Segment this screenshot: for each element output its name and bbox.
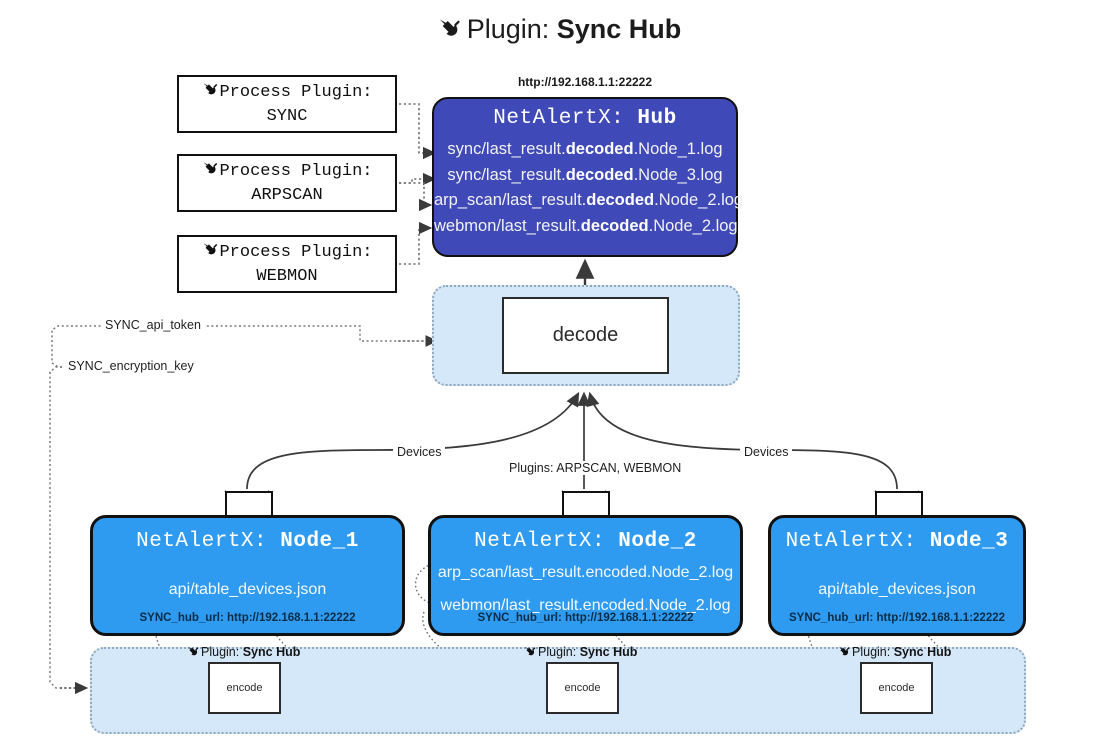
encoder-plugin-label: Plugin: Sync Hub [186,645,300,661]
hub-title-name: Hub [637,107,677,130]
page-title: Plugin: Sync Hub [0,14,1117,48]
hub-log-line: sync/last_result.decoded.Node_1.log [447,140,723,158]
node-resource-line: webmon/last_result.encoded.Node_2.log [440,596,731,614]
plug-icon [436,16,461,48]
process-plugin-box-sync[interactable]: Process Plugin: SYNC [177,75,397,133]
node-resource-line: api/table_devices.json [818,581,976,598]
process-plugin-label: Process Plugin: [219,162,373,182]
title-prefix: Plugin: [466,14,550,44]
process-plugin-name: WEBMON [256,266,318,286]
plug-icon [186,645,199,661]
plug-icon [201,160,218,184]
node-hub-url-label: SYNC_hub_url: http://192.168.1.1:22222 [788,612,1006,624]
process-plugin-label: Process Plugin: [219,83,373,103]
node-box-node-3[interactable]: NetAlertX: Node_3 api/table_devices.json… [768,515,1026,636]
process-plugin-name: SYNC [266,106,308,126]
decode-box[interactable]: decode [502,297,669,374]
hub-log-line: sync/last_result.decoded.Node_3.log [447,165,723,184]
hub-title: NetAlertX: Hub [434,107,736,130]
plug-icon [837,645,850,661]
hub-box[interactable]: NetAlertX: Hub sync/last_result.decoded.… [432,97,744,257]
encode-box[interactable]: encode [860,662,933,714]
hub-log-line: webmon/last_result.decoded.Node_2.log [434,217,738,236]
encoder-plugin-label: Plugin: Sync Hub [837,645,951,661]
edge-label-encryption-key: SYNC_encryption_key [64,359,198,373]
process-plugin-box-arpscan[interactable]: Process Plugin: ARPSCAN [177,154,397,212]
hub-log-line: arp_scan/last_result.decoded.Node_2.log [434,191,744,210]
hub-url-label: http://192.168.1.1:22222 [517,75,653,89]
node-resource-line: api/table_devices.json [168,581,327,598]
edge-label-api-token: SYNC_api_token [101,318,205,332]
node-resource-line: arp_scan/last_result.encoded.Node_2.log [437,564,734,581]
edge-label-devices-left: Devices [393,445,446,459]
process-plugin-box-webmon[interactable]: Process Plugin: WEBMON [177,235,397,293]
encoder-plugin-label: Plugin: Sync Hub [523,645,637,661]
node-hub-url-label: SYNC_hub_url: http://192.168.1.1:22222 [139,612,356,624]
plug-icon [523,645,536,661]
plug-icon [201,241,218,265]
encode-box[interactable]: encode [546,662,619,714]
node-title: NetAlertX: Node_1 [136,530,359,553]
edge-label-plugins: Plugins: ARPSCAN, WEBMON [505,461,686,475]
process-plugin-label: Process Plugin: [219,243,373,263]
node-title: NetAlertX: Node_3 [785,530,1009,553]
node-box-node-2[interactable]: NetAlertX: Node_2 arp_scan/last_result.e… [428,515,743,636]
node-hub-url-label: SYNC_hub_url: http://192.168.1.1:22222 [477,612,694,624]
title-name: Sync Hub [556,14,682,44]
plug-icon [201,81,218,105]
encode-box[interactable]: encode [208,662,281,714]
edge-label-devices-right: Devices [740,445,793,459]
node-title: NetAlertX: Node_2 [474,530,697,553]
process-plugin-name: ARPSCAN [251,185,323,205]
node-box-node-1[interactable]: NetAlertX: Node_1 api/table_devices.json… [90,515,405,636]
hub-title-prefix: NetAlertX: [493,107,625,130]
